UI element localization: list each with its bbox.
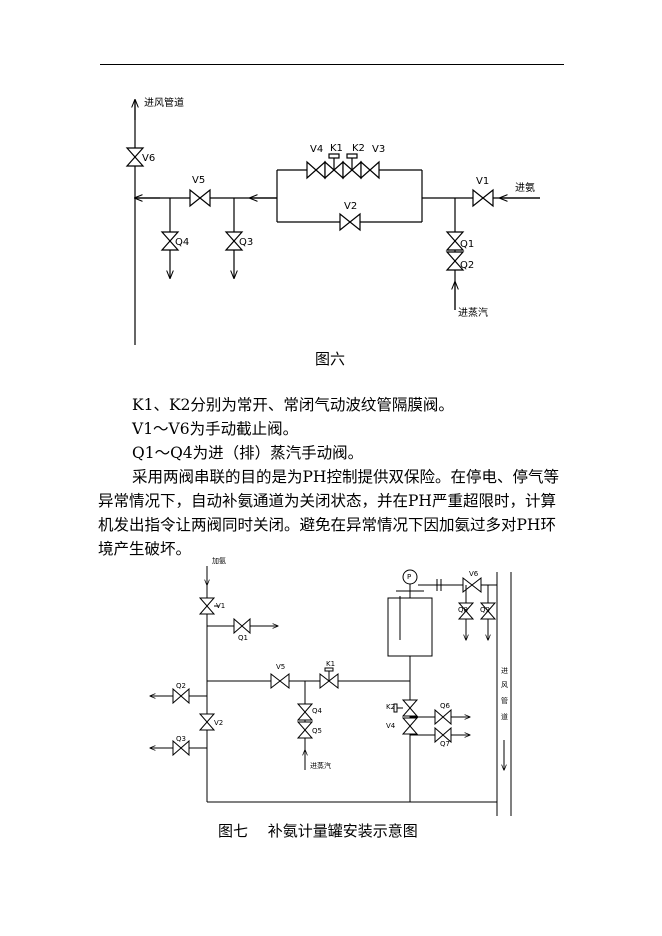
fig7-label-q7: Q7 [440, 740, 450, 748]
fig7-valve-q6 [434, 708, 452, 726]
valve-k1 [324, 153, 344, 180]
fig7-valve-k2 [393, 699, 419, 717]
fig7-valve-v6 [462, 576, 482, 594]
label-q3: Q3 [239, 237, 253, 248]
fig7-label-k2: K2 [386, 703, 395, 711]
body-text: K1、K2分别为常开、常闭气动波纹管隔膜阀。 V1～V6为手动截止阀。 Q1～Q… [98, 393, 568, 561]
label-v3: V3 [372, 144, 385, 155]
fig7-valve-k1 [319, 667, 339, 690]
label-inlet-steam: 进蒸汽 [458, 306, 488, 319]
fig7-valve-q7 [434, 726, 452, 744]
label-v6: V6 [142, 153, 155, 164]
valve-v3 [360, 160, 380, 180]
text-line-3: Q1～Q4为进（排）蒸汽手动阀。 [132, 444, 364, 462]
pressure-gauge [402, 569, 418, 585]
label-v5: V5 [192, 175, 205, 186]
fig7-valve-v2 [198, 713, 216, 731]
label-v2: V2 [344, 201, 357, 212]
fig7-label-v6: V6 [469, 570, 479, 578]
figure-7-caption: 图七 补氨计量罐安装示意图 [218, 822, 418, 840]
fig7-valve-q2 [172, 687, 190, 705]
fig7-label-q5: Q5 [312, 727, 322, 735]
fig7-label-v2: V2 [214, 719, 223, 727]
label-k2: K2 [352, 143, 365, 154]
fig7-label-p: P [407, 573, 411, 581]
fig7-label-inlet-steam: 进蒸汽 [310, 761, 331, 770]
text-paragraph: 采用两阀串联的目的是为PH控制提供双保险。在停电、停气等异常情况下，自动补氨通道… [98, 468, 559, 558]
fig7-label-q8: Q8 [458, 606, 468, 614]
fig7-label-q9: Q9 [480, 606, 490, 614]
fig7-label-k1: K1 [326, 660, 335, 668]
fig7-label-q2: Q2 [176, 682, 186, 690]
label-q4: Q4 [175, 237, 189, 248]
text-line-1: K1、K2分别为常开、常闭气动波纹管隔膜阀。 [132, 396, 454, 414]
fig7-label-q1: Q1 [238, 634, 248, 642]
figure-6-diagram: 进风管道 V6 V5 Q4 Q3 V4 K1 K2 V3 V2 V1 进氨 Q1… [125, 96, 540, 345]
label-v4: V4 [310, 144, 323, 155]
fig7-label-duct-3: 管 [501, 696, 508, 705]
valve-v2 [339, 212, 361, 232]
fig7-label-v4: V4 [386, 722, 396, 730]
label-inlet-air: 进风管道 [144, 96, 184, 109]
fig7-label-q6: Q6 [440, 702, 451, 710]
fig7-label-duct-4: 道 [501, 712, 508, 721]
fig7-label-q4: Q4 [312, 707, 323, 715]
valve-v1 [472, 188, 494, 208]
valve-q1 [445, 231, 465, 251]
valve-k2 [342, 153, 362, 180]
fig7-valve-q5 [296, 721, 314, 739]
label-k1: K1 [330, 143, 343, 154]
fig7-valve-v1 [198, 597, 219, 615]
fig7-valve-q3 [172, 739, 190, 757]
fig7-label-v1: V1 [216, 602, 225, 610]
fig7-label-v5: V5 [276, 663, 285, 671]
fig7-valve-q4 [296, 703, 314, 721]
header-rule [100, 64, 564, 65]
valve-v6 [125, 147, 145, 167]
valve-v4 [306, 160, 326, 180]
fig7-label-q3: Q3 [176, 735, 186, 743]
fig7-label-duct-2: 风 [501, 681, 508, 689]
valve-q3 [224, 231, 244, 251]
metering-tank [387, 597, 433, 657]
fig7-valve-q1 [233, 617, 251, 635]
label-q1: Q1 [460, 239, 474, 250]
fig7-label-duct-1: 进 [501, 667, 508, 675]
fig7-valve-v5 [270, 672, 290, 690]
fig7-valve-q8 [457, 602, 475, 620]
label-v1: V1 [476, 176, 489, 187]
fig7-valve-q9 [479, 602, 497, 620]
valve-v5 [189, 188, 211, 208]
text-line-2: V1～V6为手动截止阀。 [132, 420, 299, 438]
fig7-valve-v4 [401, 717, 419, 735]
figure-6-caption: 图六 [315, 350, 346, 368]
valve-q2 [445, 251, 465, 271]
label-inlet-ammonia: 进氨 [515, 181, 535, 194]
label-q2: Q2 [460, 260, 474, 271]
valve-q4 [160, 231, 180, 251]
